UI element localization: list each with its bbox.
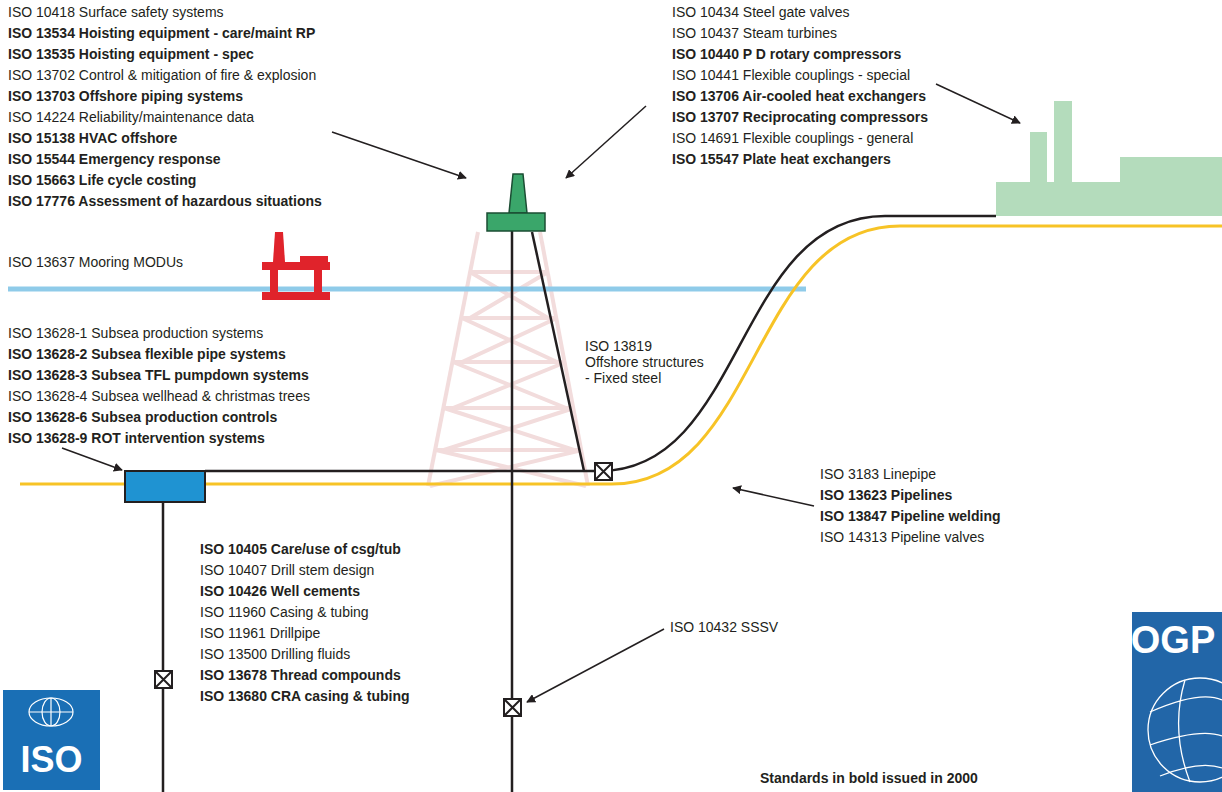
standard-label: ISO 13628-2 Subsea flexible pipe systems bbox=[8, 346, 286, 362]
standard-label: ISO 14691 Flexible couplings - general bbox=[672, 130, 913, 146]
standard-label: ISO 13623 Pipelines bbox=[820, 487, 952, 503]
standard-label: ISO 13628-3 Subsea TFL pumpdown systems bbox=[8, 367, 309, 383]
legend-note: Standards in bold issued in 2000 bbox=[760, 770, 978, 786]
subsea-well bbox=[162, 502, 165, 792]
standard-label: ISO 14224 Reliability/maintenance data bbox=[8, 109, 254, 125]
standard-label: ISO 15547 Plate heat exchangers bbox=[672, 151, 891, 167]
standard-label: ISO 13534 Hoisting equipment - care/main… bbox=[8, 25, 315, 41]
standard-label: ISO 15138 HVAC offshore bbox=[8, 130, 177, 146]
sea-surface bbox=[8, 287, 806, 292]
standard-label: ISO 14313 Pipeline valves bbox=[820, 529, 984, 545]
standard-label: ISO 10432 SSSV bbox=[670, 619, 778, 635]
standard-label: ISO 13637 Mooring MODUs bbox=[8, 254, 183, 270]
standard-label: ISO 13678 Thread compounds bbox=[200, 667, 401, 683]
standard-label: ISO 10434 Steel gate valves bbox=[672, 4, 849, 20]
standard-label: ISO 11960 Casing & tubing bbox=[200, 604, 369, 620]
standard-label: ISO 10440 P D rotary compressors bbox=[672, 46, 901, 62]
standard-label: ISO 15544 Emergency response bbox=[8, 151, 220, 167]
logo-text: ISO bbox=[3, 742, 100, 778]
logo-text: OGP bbox=[1128, 621, 1218, 659]
standard-label: ISO 10405 Care/use of csg/tub bbox=[200, 541, 401, 557]
valve-symbols bbox=[155, 463, 612, 716]
standard-label: ISO 10437 Steam turbines bbox=[672, 25, 837, 41]
standard-label: ISO 10426 Well cements bbox=[200, 583, 360, 599]
standard-label: ISO 13535 Hoisting equipment - spec bbox=[8, 46, 254, 62]
standard-label: ISO 13847 Pipeline welding bbox=[820, 508, 1001, 524]
standard-label: ISO 10407 Drill stem design bbox=[200, 562, 374, 578]
standard-label: ISO 13628-1 Subsea production systems bbox=[8, 325, 263, 341]
jacket-structure bbox=[428, 232, 588, 486]
standard-label: ISO 13703 Offshore piping systems bbox=[8, 88, 243, 104]
standard-label: ISO 17776 Assessment of hazardous situat… bbox=[8, 193, 322, 209]
iso-logo bbox=[3, 690, 100, 790]
pipeline bbox=[205, 216, 996, 471]
standard-label: ISO 10441 Flexible couplings - special bbox=[672, 67, 910, 83]
platform-topside bbox=[487, 174, 545, 231]
standard-label: ISO 13628-9 ROT intervention systems bbox=[8, 430, 265, 446]
standard-label: ISO 13628-4 Subsea wellhead & christmas … bbox=[8, 388, 310, 404]
standard-label: ISO 3183 Linepipe bbox=[820, 466, 936, 482]
standard-label: ISO 13628-6 Subsea production controls bbox=[8, 409, 277, 425]
standard-label: ISO 15663 Life cycle costing bbox=[8, 172, 196, 188]
subsea-manifold bbox=[125, 471, 205, 502]
standard-label: ISO 10418 Surface safety systems bbox=[8, 4, 224, 20]
process-plant bbox=[996, 101, 1222, 216]
standard-label: ISO 13500 Drilling fluids bbox=[200, 646, 350, 662]
standard-label: ISO 13680 CRA casing & tubing bbox=[200, 688, 410, 704]
riser bbox=[532, 232, 584, 471]
modu-rig bbox=[262, 232, 330, 300]
standard-label: ISO 13706 Air-cooled heat exchangers bbox=[672, 88, 926, 104]
standard-label: ISO 13819 Offshore structures - Fixed st… bbox=[585, 338, 707, 386]
standard-label: ISO 13707 Reciprocating compressors bbox=[672, 109, 928, 125]
standard-label: ISO 11961 Drillpipe bbox=[200, 625, 320, 641]
standard-label: ISO 13702 Control & mitigation of fire &… bbox=[8, 67, 316, 83]
